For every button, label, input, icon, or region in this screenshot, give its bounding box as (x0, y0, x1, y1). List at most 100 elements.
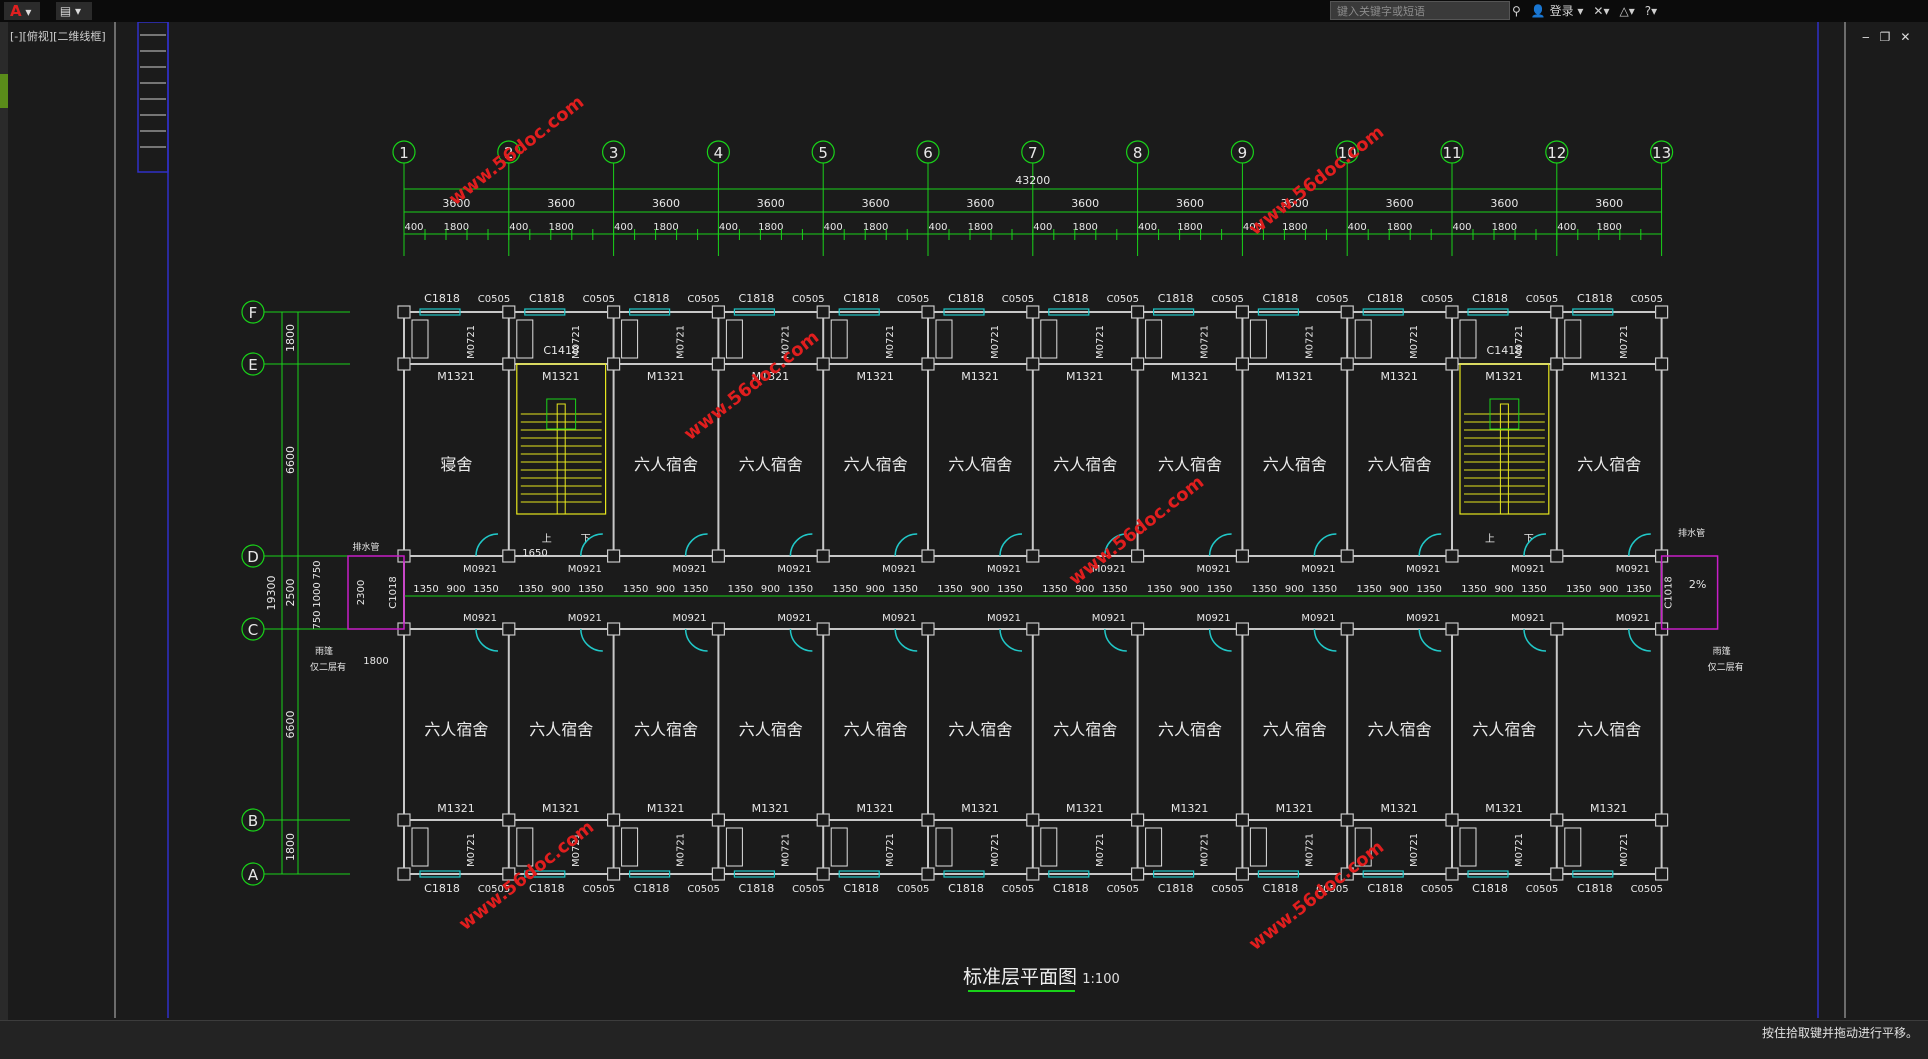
door-label-wc-south: M0721 (1095, 833, 1106, 867)
title-bar: A ▾ ▤ ▾ 键入关键字或短语 ⚲ 👤 登录 ▾ ✕▾ △▾ ?▾ (0, 0, 1928, 22)
corridor-seg: 900 (1390, 584, 1409, 595)
column (711, 305, 726, 319)
drawing-scale: 1:100 (1082, 972, 1119, 987)
door-label-bath-south: M1321 (1485, 802, 1523, 815)
door-swing-north (1418, 533, 1442, 557)
window-label-bottom-small: C0505 (1421, 884, 1453, 895)
bay-dim-text: 3600 (547, 197, 575, 210)
restore-icon[interactable]: ❐ (1879, 30, 1891, 44)
window-label-top-small: C0505 (478, 294, 510, 305)
window-label-top-small: C0505 (1107, 294, 1139, 305)
toilet-fixture (1459, 319, 1477, 359)
window-label-bottom: C1818 (1577, 882, 1613, 895)
binoculars-icon[interactable]: ⚲ (1512, 3, 1521, 18)
door-label-wc: M0721 (1619, 325, 1630, 359)
door-label-bath-south: M1321 (961, 802, 999, 815)
axis-label-11: 11 (1442, 144, 1461, 162)
drain-note: 排水管 (1678, 527, 1705, 539)
door-label-north: M0921 (673, 564, 707, 575)
column (1445, 549, 1459, 563)
door-label-south: M0921 (1616, 613, 1650, 624)
room-label-south: 六人宿舍 (1053, 720, 1117, 739)
door-label-bath: M1321 (1485, 370, 1523, 383)
room-label-south: 六人宿舍 (1263, 720, 1327, 739)
stair-down-label: 下 (1524, 534, 1534, 545)
window-label-top-small: C0505 (687, 294, 719, 305)
a360-icon[interactable]: △▾ (1619, 3, 1635, 18)
toilet-fixture (935, 319, 953, 359)
column (1026, 305, 1040, 319)
application-menu-button[interactable]: A ▾ (4, 2, 40, 20)
toilet-fixture-south (411, 827, 429, 867)
minimize-icon[interactable]: ‒ (1862, 30, 1870, 44)
window-top (1257, 308, 1300, 316)
balcony-east (1660, 555, 1719, 630)
detail-dim: 400 (1243, 222, 1262, 233)
window-top (524, 308, 566, 316)
window-top (1362, 308, 1404, 316)
exchange-icon[interactable]: ✕▾ (1593, 3, 1610, 18)
login-button[interactable]: 👤 登录 ▾ (1530, 4, 1584, 18)
stair-up-label: 上 (1485, 533, 1495, 545)
column (1445, 622, 1459, 636)
door-label-south: M0921 (673, 613, 707, 624)
help-icon[interactable]: ?▾ (1644, 3, 1658, 18)
window-label-top-small: C0505 (1002, 294, 1034, 305)
bay-dim-text: 3600 (966, 197, 994, 210)
quick-access-toolbar-button[interactable]: ▤ ▾ (56, 2, 92, 20)
column (1550, 549, 1564, 563)
window-label-bottom: C1818 (948, 882, 984, 895)
room-label-south: 六人宿舍 (634, 720, 698, 739)
search-input[interactable]: 键入关键字或短语 (1330, 1, 1510, 20)
corridor-seg: 1350 (832, 584, 857, 595)
window-top (943, 308, 985, 316)
corridor-seg: 1350 (788, 584, 813, 595)
corridor-seg: 900 (1599, 584, 1618, 595)
window-bottom (524, 870, 566, 878)
door-label-wc-south: M0721 (1619, 833, 1630, 867)
corridor-seg: 900 (656, 584, 675, 595)
door-label-wc: M0721 (1304, 325, 1315, 359)
door-swing-north (580, 533, 603, 557)
door-label-north: M0921 (1616, 564, 1650, 575)
corridor-seg: 1350 (518, 584, 543, 595)
window-label-top: C1818 (739, 292, 775, 305)
door-label-bath-south: M1321 (1066, 802, 1104, 815)
y-dim: 6600 (284, 711, 297, 739)
window-label-top-small: C0505 (792, 294, 824, 305)
window-label-bottom-small: C0505 (1526, 884, 1558, 895)
detail-dim: 400 (614, 222, 633, 233)
corridor-seg: 1350 (578, 584, 603, 595)
detail-dim: 1800 (1177, 222, 1202, 233)
door-swing-north (1104, 533, 1127, 557)
toilet-fixture-south (1459, 827, 1477, 867)
window-top (1152, 308, 1195, 316)
help-tools: ⚲ 👤 登录 ▾ ✕▾ △▾ ?▾ (1512, 1, 1657, 20)
window-label-top-small: C0505 (1211, 294, 1243, 305)
column (1340, 549, 1354, 563)
column (1550, 622, 1564, 636)
column (1340, 813, 1354, 827)
window-top (419, 308, 461, 316)
stair-window-label: C1418 (543, 344, 579, 357)
toilet-fixture (1145, 319, 1163, 359)
close-icon[interactable]: ✕ (1900, 30, 1911, 44)
door-label-south: M0921 (1197, 613, 1231, 624)
door-swing-north (1313, 533, 1337, 557)
door-label-wc-south: M0721 (1409, 833, 1420, 867)
window-bottom (1257, 870, 1300, 878)
column (1235, 867, 1250, 881)
door-swing-south (684, 628, 708, 652)
viewport-controls[interactable]: [-][俯视][二维线框] (10, 30, 106, 43)
door-label-wc: M0721 (1514, 325, 1525, 359)
window-label-top: C1818 (529, 292, 565, 305)
column (1026, 622, 1040, 636)
status-bar (0, 1020, 1928, 1059)
column (606, 813, 621, 827)
corridor-seg: 900 (761, 584, 780, 595)
door-swing-north (894, 533, 918, 557)
window-label-top-small: C0505 (1316, 294, 1348, 305)
toilet-fixture (411, 319, 429, 359)
door-label-wc-south: M0721 (466, 833, 477, 867)
